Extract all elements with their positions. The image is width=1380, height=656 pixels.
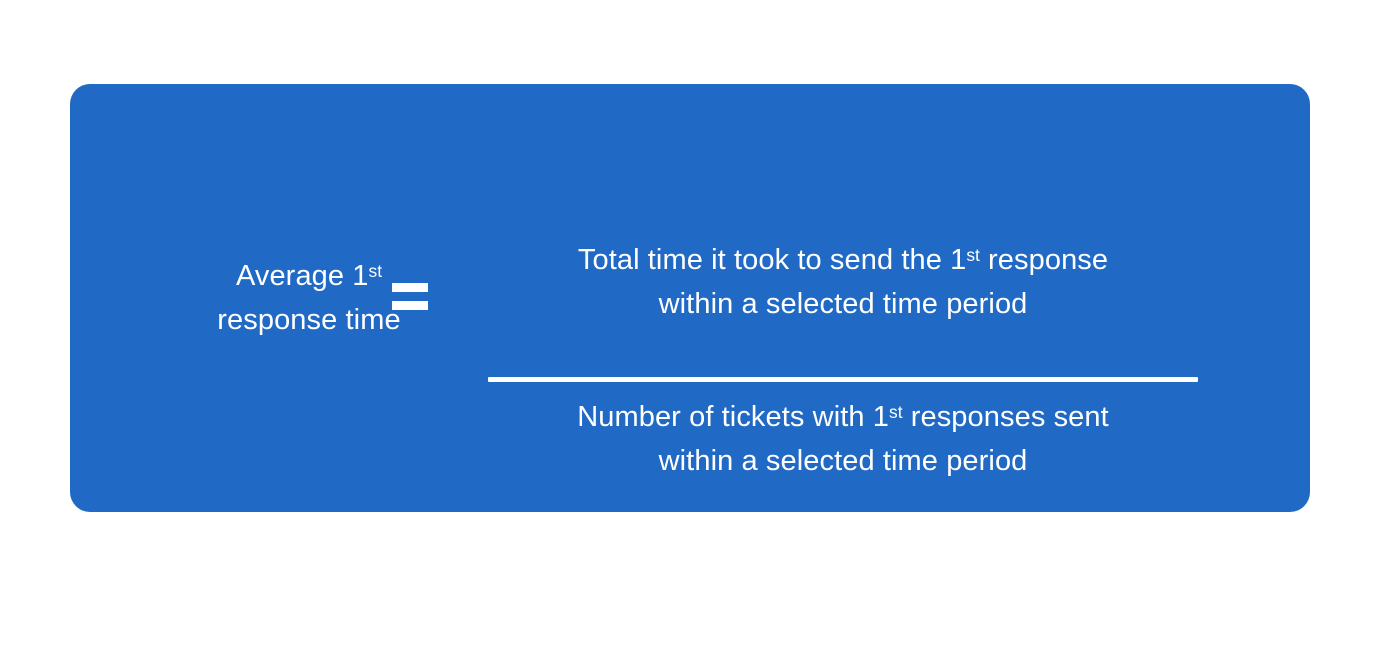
numerator-line-2: within a selected time period: [488, 282, 1198, 326]
denominator-line-1: Number of tickets with 1st responses sen…: [488, 395, 1198, 439]
numerator-line-1: Total time it took to send the 1st respo…: [488, 238, 1198, 282]
fraction: Total time it took to send the 1st respo…: [488, 168, 1198, 512]
lhs-line-2-text: response time: [217, 304, 401, 336]
denominator-line-2: within a selected time period: [488, 439, 1198, 483]
fraction-numerator: Total time it took to send the 1st respo…: [488, 238, 1198, 326]
fraction-denominator: Number of tickets with 1st responses sen…: [488, 395, 1198, 483]
lhs-line-2: response time: [217, 298, 400, 342]
lhs-line-1-text: Average 1: [235, 260, 369, 292]
denominator-line-1-suffix: responses sent: [902, 401, 1109, 433]
lhs-line-1: Average 1st: [236, 254, 382, 298]
numerator-line-1-text: Total time it took to send the 1: [577, 244, 967, 276]
fraction-bar: [488, 377, 1198, 382]
numerator-line-1-ordinal: st: [966, 244, 980, 265]
denominator-line-1-ordinal: st: [889, 401, 903, 422]
equals-bar-bottom: [392, 301, 428, 310]
formula-card: Average 1st response time Total time it …: [70, 84, 1310, 512]
denominator-line-2-text: within a selected time period: [658, 445, 1028, 477]
average-first-response-time-label: Average 1st response time: [169, 255, 449, 341]
equals-bar-top: [392, 283, 428, 292]
lhs-line-1-ordinal: st: [368, 260, 383, 281]
equals-sign-icon: [392, 283, 428, 310]
numerator-line-1-suffix: response: [979, 244, 1109, 276]
denominator-line-1-text: Number of tickets with 1: [577, 401, 890, 433]
numerator-line-2-text: within a selected time period: [658, 288, 1028, 320]
